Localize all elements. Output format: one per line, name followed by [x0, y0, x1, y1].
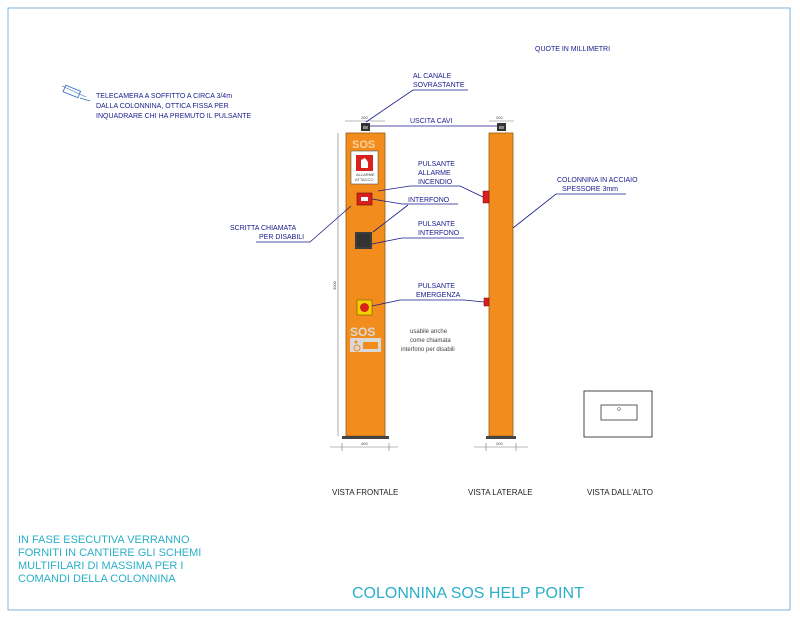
top-view	[583, 390, 653, 438]
emergency-button-icon	[360, 303, 369, 312]
camera-note: TELECAMERA A SOFFITTO A CIRCA 3/4m DALLA…	[96, 93, 252, 120]
cctv-camera-icon	[61, 84, 91, 102]
side-width-dim: 200	[496, 441, 503, 446]
leader-canale	[365, 89, 468, 123]
annotation-scritta: SCRITTA CHIAMATA PER DISABILI	[230, 225, 304, 241]
side-column	[488, 132, 514, 437]
leader-pulsante-interfono	[371, 237, 464, 245]
side-view: 200 200	[474, 115, 528, 451]
side-fire-alarm-button	[482, 190, 490, 204]
leader-interfono	[371, 198, 458, 205]
view-title-side: VISTA LATERALE	[468, 488, 533, 497]
annotation-acciaio: COLONNINA IN ACCIAIO SPESSORE 3mm	[557, 177, 639, 193]
view-title-front: VISTA FRONTALE	[332, 488, 398, 497]
leader-scritta	[256, 205, 352, 243]
footer-note: IN FASE ESECUTIVA VERRANNO FORNITI IN CA…	[18, 534, 204, 585]
annotation-allarme: PULSANTE ALLARME INCENDIO	[418, 161, 457, 186]
annotation-interfono: INTERFONO	[408, 197, 450, 204]
front-sos-label: SOS	[352, 139, 375, 151]
annotation-canale: AL CANALE SOVRASTANTE	[413, 73, 465, 89]
side-base-plate	[486, 436, 516, 439]
leader-allarme	[377, 185, 484, 198]
wheelchair-icon	[353, 340, 378, 352]
leader-acciaio	[512, 193, 626, 229]
annotation-uscita: USCITA CAVI	[410, 118, 453, 125]
units-note: QUOTE IN MILLIMETRI	[535, 46, 610, 53]
fire-alarm-sign-text: ALLARME ATTACCO	[355, 172, 376, 182]
front-height-dim: 3000	[332, 280, 337, 290]
top-view-opening	[600, 404, 638, 421]
front-top-dim: 200	[361, 115, 368, 120]
front-view: 200 SOS ALLARME ATTACCO SOS	[330, 115, 398, 451]
leader-emergenza	[371, 299, 485, 307]
side-emergency-button	[483, 297, 490, 307]
drawing-title: COLONNINA SOS HELP POINT	[352, 585, 584, 602]
side-top-dim: 200	[496, 115, 503, 120]
annotation-emergenza: PULSANTE EMERGENZA	[416, 283, 461, 299]
annotation-pulsante-interfono: PULSANTE INTERFONO	[418, 221, 460, 237]
front-base-plate	[342, 436, 389, 439]
intercom-speaker	[355, 232, 372, 249]
front-width-dim: 400	[361, 441, 368, 446]
annotation-usabile: usabile anche come chiamata interfono pe…	[401, 329, 455, 353]
view-title-top: VISTA DALL'ALTO	[587, 488, 653, 497]
sheet-border	[7, 7, 791, 611]
front-bottom-sos: SOS	[350, 325, 375, 339]
